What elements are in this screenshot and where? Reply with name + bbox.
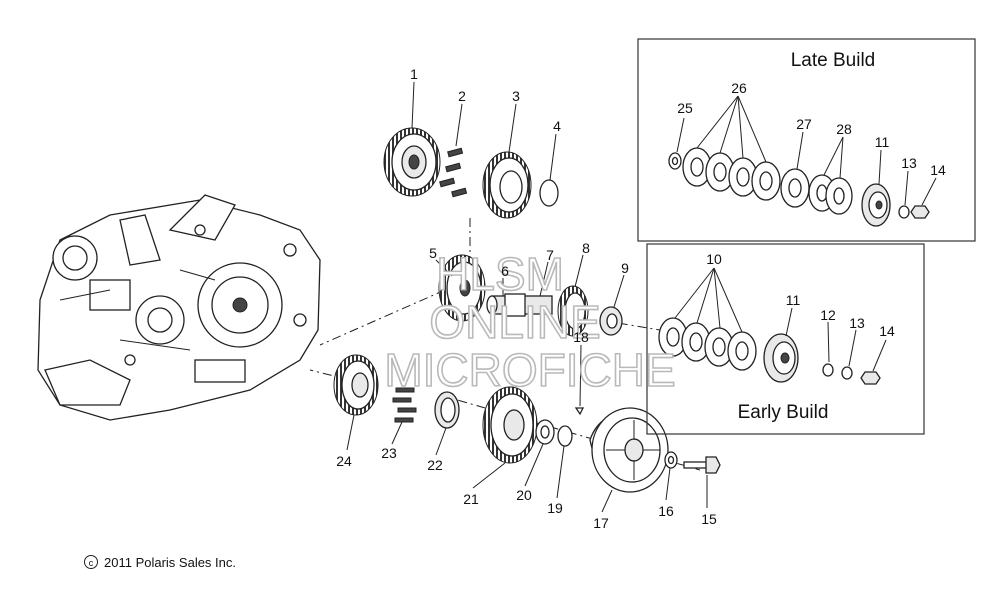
part-18-key [574,407,585,416]
callout-3: 3 [512,88,520,104]
early-build-title: Early Build [738,402,829,423]
part-16-washer [664,451,678,469]
watermark-line-1: HLSM [436,248,564,300]
part-15-bolt [683,456,721,474]
callout-numbers: 1 2 3 4 5 6 7 8 9 10 11 12 13 14 25 26 2… [336,66,946,531]
watermark-line-2: ONLINE [429,296,600,348]
callout-1: 1 [410,66,418,82]
callout-11-early: 11 [786,292,801,308]
callout-22: 22 [427,457,443,473]
copyright-icon [84,555,98,569]
copyright-text: 2011 Polaris Sales Inc. [104,555,236,570]
callout-19: 19 [547,500,563,516]
part-24-gear [333,354,379,416]
part-2-pins [439,147,468,198]
callout-5: 5 [429,245,437,261]
part-3-ring-gear [482,151,532,219]
callout-23: 23 [381,445,397,461]
callout-15: 15 [701,511,717,527]
callout-16: 16 [658,503,674,519]
callout-4: 4 [553,118,561,134]
callout-27: 27 [796,116,812,132]
watermark-line-3: MICROFICHE [384,344,675,396]
early-build-leaders [674,267,887,372]
callout-26: 26 [731,80,747,96]
copyright: c 2011 Polaris Sales Inc. [84,555,236,570]
callout-6: 6 [501,263,509,279]
part-5-gear [438,254,486,322]
watermark: HLSM ONLINE MICROFICHE [384,247,677,397]
callout-9: 9 [621,260,629,276]
late-build-leaders [676,95,937,206]
callout-18: 18 [573,329,589,345]
late-build-title: Late Build [791,50,876,71]
part-23-bolts [392,387,417,423]
callout-11-late: 11 [875,134,890,150]
early-build-box [646,243,925,435]
callout-24: 24 [336,453,352,469]
main-leaders [346,81,708,513]
callout-25: 25 [677,100,693,116]
copyright-icon-letter: c [89,558,94,568]
early-build-parts [658,317,881,385]
callout-10: 10 [706,251,722,267]
callout-21: 21 [463,491,479,507]
part-4-snap-ring [539,179,559,207]
part-9-bearing [599,306,623,336]
part-20-washer [535,419,555,445]
part-6-shaft [486,293,553,317]
callout-14-early: 14 [879,323,895,339]
part-8-gear [557,285,589,337]
late-build-box [637,38,976,242]
part-22-bearing [434,391,460,429]
callout-28: 28 [836,121,852,137]
part-19-ring [557,425,573,447]
callout-8: 8 [582,240,590,256]
callout-13-early: 13 [849,315,865,331]
callout-7: 7 [546,247,554,263]
callout-12: 12 [820,307,836,323]
callout-17: 17 [593,515,609,531]
callout-2: 2 [458,88,466,104]
part-1-gear [383,127,441,197]
callout-20: 20 [516,487,532,503]
callout-13-late: 13 [901,155,917,171]
engine-assembly [37,194,321,421]
part-21-gear [482,386,538,464]
callout-14-late: 14 [930,162,946,178]
part-17-drum [589,407,669,493]
